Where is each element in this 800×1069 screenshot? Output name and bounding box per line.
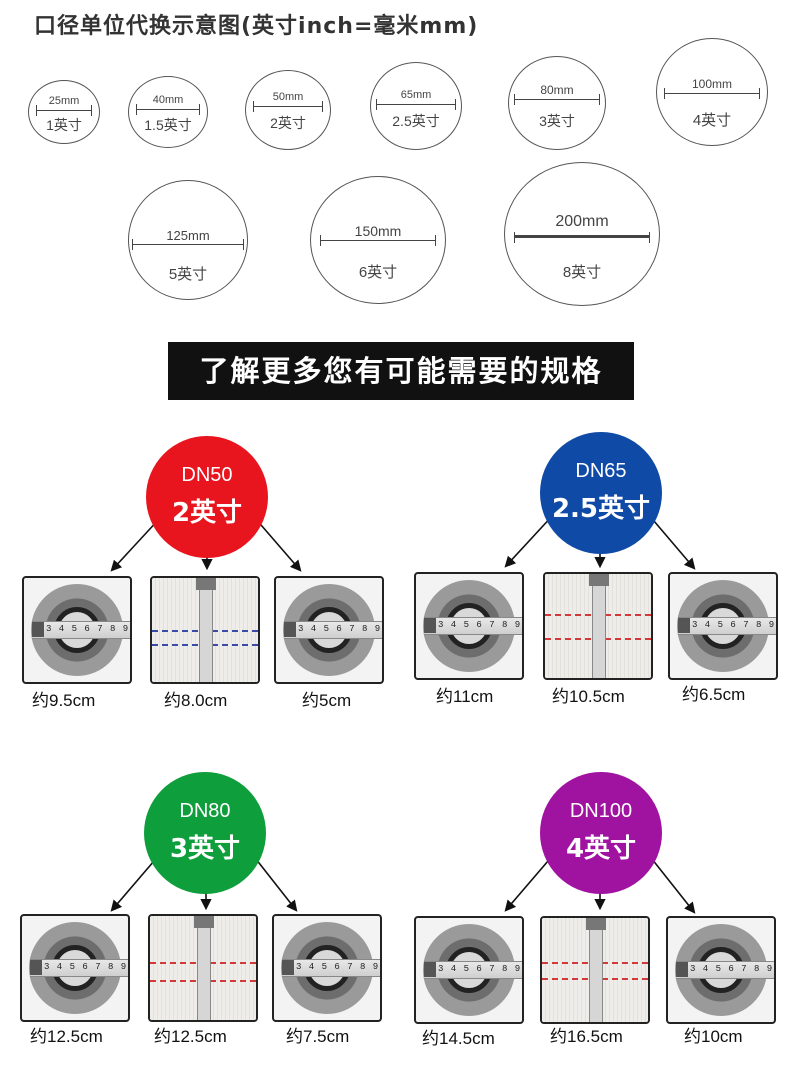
dn100-photo-flat bbox=[540, 916, 650, 1024]
size-mm: 80mm bbox=[540, 83, 574, 97]
tape-measure: 3 4 5 6 7 8 9 bbox=[424, 961, 522, 979]
dn65-caption-1: 约11cm bbox=[436, 687, 494, 706]
dn65-caption-2: 约10.5cm bbox=[552, 687, 625, 706]
size-mm: 40mm bbox=[152, 94, 184, 106]
size-circle-4: 65mm 2.5英寸 bbox=[370, 62, 462, 150]
dn65-badge: DN65 2.5英寸 bbox=[540, 432, 662, 554]
dn-inch: 3英寸 bbox=[169, 834, 241, 864]
page-title: 口径单位代换示意图(英寸inch=毫米mm) bbox=[34, 14, 479, 39]
size-circle-8: 150mm 6英寸 bbox=[310, 176, 446, 304]
size-ruler bbox=[664, 88, 760, 99]
dn50-photo-inner: 3 4 5 6 7 8 9 bbox=[274, 576, 384, 684]
dn80-photo-outer: 3 4 5 6 7 8 9 bbox=[20, 914, 130, 1022]
size-inch: 6英寸 bbox=[358, 264, 398, 281]
size-circle-3: 50mm 2英寸 bbox=[245, 70, 331, 150]
dn80-caption-1: 约12.5cm bbox=[30, 1027, 103, 1046]
size-inch: 2英寸 bbox=[270, 115, 306, 131]
size-inch: 3英寸 bbox=[539, 113, 575, 129]
dn65-photo-inner: 3 4 5 6 7 8 9 bbox=[668, 572, 778, 680]
size-ruler bbox=[514, 94, 600, 105]
dn100-caption-3: 约10cm bbox=[684, 1027, 743, 1046]
size-circle-9: 200mm 8英寸 bbox=[504, 162, 660, 306]
size-mm: 25mm bbox=[48, 95, 80, 107]
size-ruler bbox=[136, 104, 200, 115]
arrow bbox=[504, 853, 555, 912]
dn80-photo-inner: 3 4 5 6 7 8 9 bbox=[272, 914, 382, 1022]
size-circle-2: 40mm 1.5英寸 bbox=[128, 76, 208, 148]
size-ruler bbox=[132, 239, 244, 250]
size-inch: 4英寸 bbox=[692, 112, 732, 129]
dn80-caption-3: 约7.5cm bbox=[286, 1027, 350, 1046]
dn100-photo-inner: 3 4 5 6 7 8 9 bbox=[666, 916, 776, 1024]
size-ruler bbox=[253, 101, 323, 112]
more-specs-banner: 了解更多您有可能需要的规格 bbox=[168, 342, 634, 400]
dn100-badge: DN100 4英寸 bbox=[540, 772, 662, 894]
dn100-caption-1: 约14.5cm bbox=[422, 1029, 495, 1048]
arrow bbox=[647, 513, 696, 570]
arrow bbox=[504, 513, 555, 568]
arrow bbox=[251, 853, 298, 912]
dn-code: DN100 bbox=[569, 800, 633, 822]
dn-inch: 2.5英寸 bbox=[551, 494, 651, 524]
dn-code: DN50 bbox=[181, 464, 233, 486]
size-circle-6: 100mm 4英寸 bbox=[656, 38, 768, 146]
dn-inch: 2英寸 bbox=[171, 498, 243, 528]
tape-measure: 3 4 5 6 7 8 9 bbox=[678, 617, 776, 635]
dn100-caption-2: 约16.5cm bbox=[550, 1027, 623, 1046]
size-inch: 5英寸 bbox=[168, 266, 208, 283]
dn100-photo-outer: 3 4 5 6 7 8 9 bbox=[414, 916, 524, 1024]
dn50-photo-flat bbox=[150, 576, 260, 684]
size-mm: 50mm bbox=[272, 91, 304, 103]
arrow bbox=[647, 853, 696, 914]
dn80-badge: DN80 3英寸 bbox=[144, 772, 266, 894]
size-circle-5: 80mm 3英寸 bbox=[508, 56, 606, 150]
arrow bbox=[254, 517, 302, 572]
size-inch: 2.5英寸 bbox=[392, 113, 440, 129]
dn65-caption-3: 约6.5cm bbox=[682, 685, 746, 704]
size-circle-1: 25mm 1英寸 bbox=[28, 80, 100, 144]
dn-code: DN80 bbox=[179, 800, 231, 822]
size-inch: 1.5英寸 bbox=[144, 117, 192, 133]
tape-measure: 3 4 5 6 7 8 9 bbox=[282, 959, 380, 977]
dn-inch: 4英寸 bbox=[565, 834, 637, 864]
size-mm: 150mm bbox=[354, 223, 402, 239]
size-mm: 200mm bbox=[555, 213, 609, 230]
size-inch: 1英寸 bbox=[46, 117, 82, 133]
dn50-badge: DN50 2英寸 bbox=[146, 436, 268, 558]
dn-code: DN65 bbox=[575, 460, 627, 482]
size-mm: 125mm bbox=[166, 228, 210, 243]
dn50-photo-outer: 3 4 5 6 7 8 9 bbox=[22, 576, 132, 684]
size-ruler bbox=[376, 99, 456, 110]
tape-measure: 3 4 5 6 7 8 9 bbox=[676, 961, 774, 979]
arrow bbox=[110, 517, 161, 572]
tape-measure: 3 4 5 6 7 8 9 bbox=[30, 959, 128, 977]
size-mm: 100mm bbox=[691, 77, 732, 91]
size-ruler bbox=[514, 232, 650, 243]
dn65-photo-outer: 3 4 5 6 7 8 9 bbox=[414, 572, 524, 680]
dn50-caption-3: 约5cm bbox=[302, 691, 352, 710]
dn50-caption-2: 约8.0cm bbox=[164, 691, 228, 710]
size-ruler bbox=[320, 235, 436, 246]
dn80-photo-flat bbox=[148, 914, 258, 1022]
size-inch: 8英寸 bbox=[562, 264, 602, 281]
tape-measure: 3 4 5 6 7 8 9 bbox=[424, 617, 522, 635]
size-circle-7: 125mm 5英寸 bbox=[128, 180, 248, 300]
tape-measure: 3 4 5 6 7 8 9 bbox=[32, 621, 130, 639]
size-ruler bbox=[36, 105, 92, 116]
tape-measure: 3 4 5 6 7 8 9 bbox=[284, 621, 382, 639]
dn65-photo-flat bbox=[543, 572, 653, 680]
size-mm: 65mm bbox=[400, 89, 432, 101]
dn80-caption-2: 约12.5cm bbox=[154, 1027, 227, 1046]
dn50-caption-1: 约9.5cm bbox=[32, 691, 96, 710]
